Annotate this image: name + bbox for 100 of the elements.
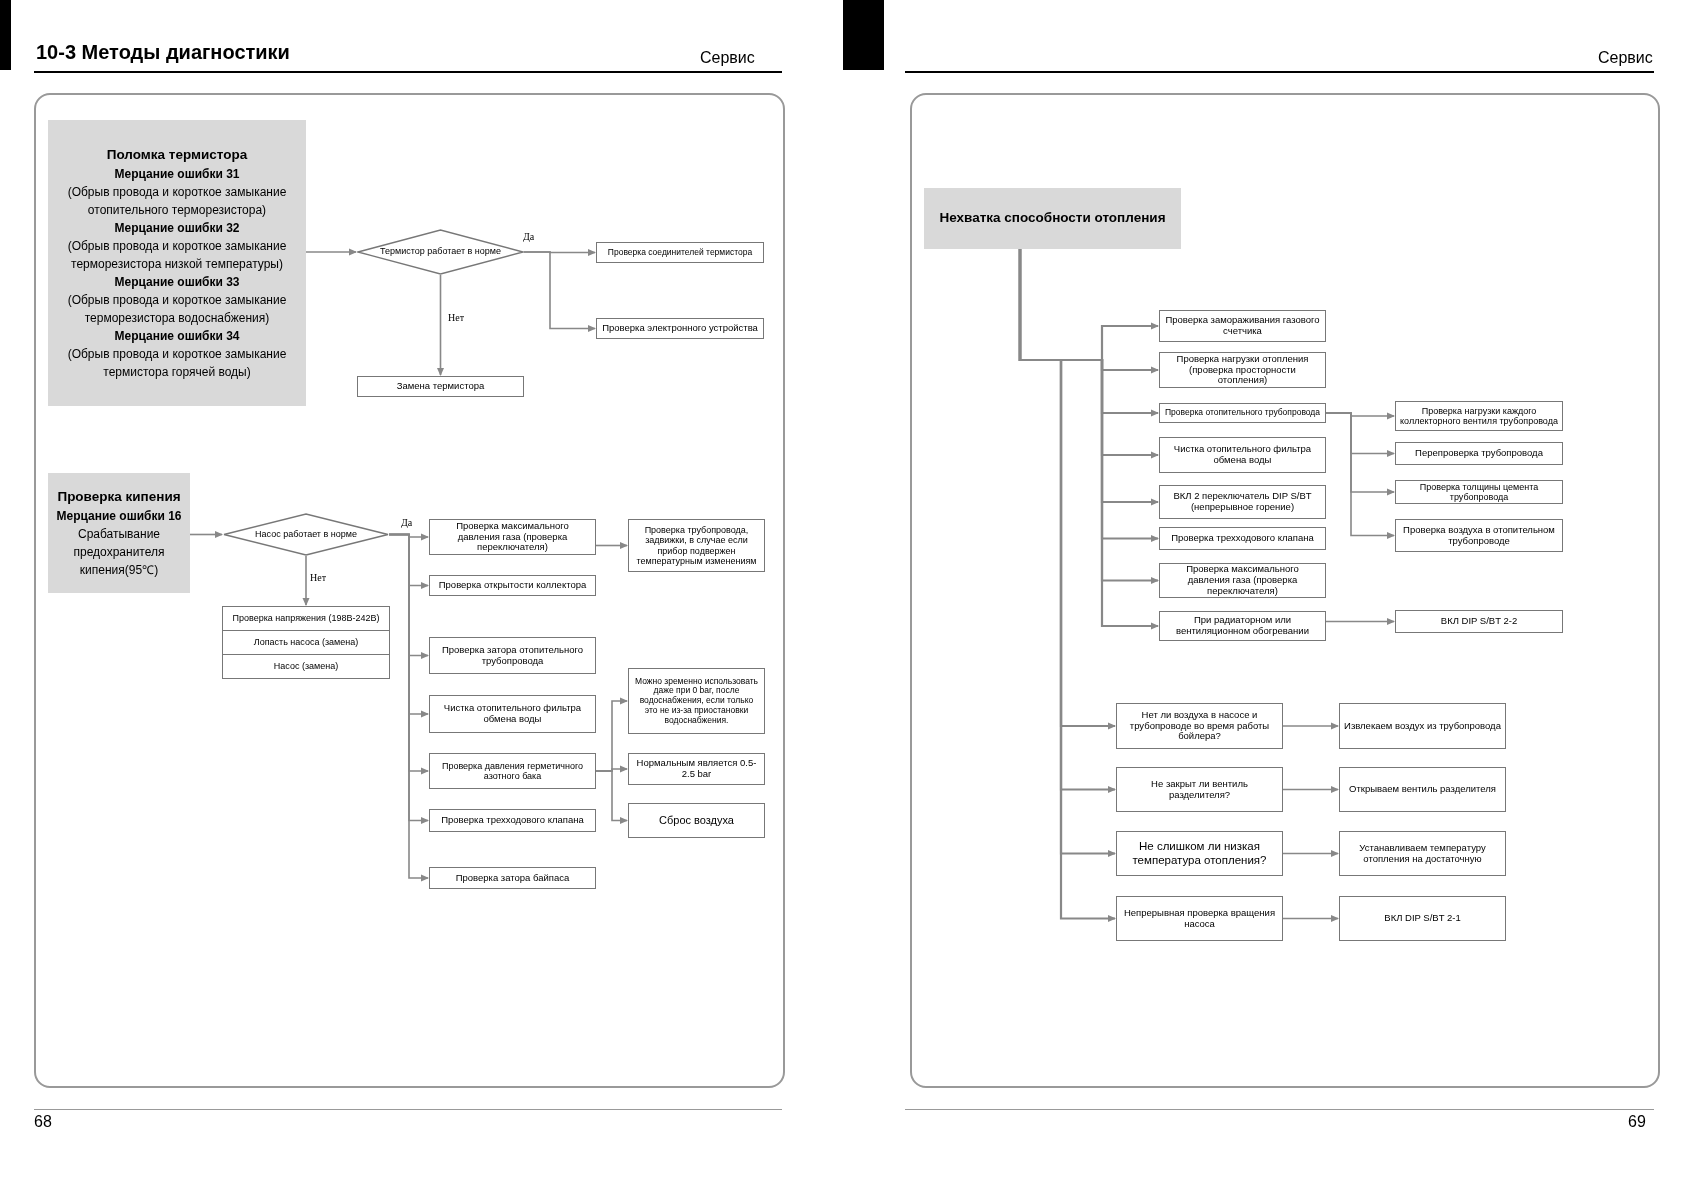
box-text: Замена термистора (396, 381, 485, 392)
box-text: Проверка отопительного трубопровода (1164, 408, 1321, 418)
box-text: Сброс воздуха (659, 814, 734, 827)
box-text: Проверка соединителей термистора (607, 247, 753, 258)
action-text: Лопасть насоса (замена) (253, 635, 359, 649)
process-box (1339, 831, 1506, 876)
process-box (1339, 767, 1506, 812)
process-box (1159, 403, 1326, 423)
box-text: Проверка нагрузки каждого коллекторного вентиля трубопровода (1400, 405, 1558, 427)
box-text: Проверка электронного устройства (602, 323, 758, 334)
process-box (596, 242, 764, 263)
box-text: Можно зременно использовать даже при 0 bar, после водоснабжения, если только это не из-за приостановки водоснабжения. (634, 676, 759, 726)
error-description: (Обрыв провода и короткое замыкание терморезистора водоснабжения) (66, 292, 288, 328)
box-text: Нет ли воздуха в насосе и трубопроводе во время работы бойлера? (1128, 709, 1271, 743)
process-box (628, 668, 765, 734)
box-text: Извлекаем воздух из трубопровода (1344, 720, 1501, 732)
panel-heading: Нехватка способности отопления (939, 209, 1166, 228)
process-box (1339, 896, 1506, 941)
box-text: Проверка трубопровода, задвижки, в случае если прибор подвержен температурным изменениям (635, 524, 758, 567)
connector-arrow (189, 531, 223, 538)
box-text: Проверка максимального давления газа (проверка переключателя) (1185, 564, 1300, 597)
edge-label: Да (400, 518, 414, 528)
box-text: Устанавливаем температуру отопления на достаточную (1358, 842, 1487, 865)
error-code: Мерцание ошибки 32 (114, 220, 240, 238)
box-text: При радиаторном или вентиляционном обогревании (1175, 615, 1310, 637)
connector-arrow (595, 542, 628, 549)
box-text: Проверка максимального давления газа (проверка переключателя) (455, 520, 570, 554)
decision-text: Термистор работает в норме (379, 245, 501, 259)
error-code: Мерцание ошибки 34 (114, 328, 240, 346)
process-box (596, 318, 764, 339)
panel-heading: Проверка кипения (57, 487, 181, 506)
box-text: Проверка затора байпаса (455, 872, 570, 884)
box-text: Проверка толщины цемента трубопровода (1418, 481, 1540, 503)
process-box (1159, 485, 1326, 519)
box-text: ВКЛ 2 переключатель DIP S/BT (непрерывное горение) (1172, 491, 1313, 513)
process-box (1159, 563, 1326, 598)
process-box (429, 753, 596, 789)
connector-arrow (1282, 915, 1339, 922)
error-description: (Обрыв провода и короткое замыкание терморезистора низкой температуры) (66, 238, 288, 274)
process-box (1395, 610, 1563, 633)
process-box (1395, 480, 1563, 504)
action-text: Проверка напряжения (198В-242В) (232, 611, 380, 625)
box-text: Проверка давления герметичного азотного бака (440, 760, 585, 782)
process-box (1159, 437, 1326, 473)
edge-label: Да (522, 232, 536, 242)
edge-label: Нет (447, 313, 466, 323)
process-box (429, 695, 596, 733)
box-text: Не закрыт ли вентиль разделителя? (1150, 778, 1249, 801)
process-box (1395, 442, 1563, 465)
process-box (1159, 611, 1326, 641)
edge-label: Нет (309, 573, 328, 583)
panel-heading: Поломка термистора (106, 145, 248, 164)
box-text: Проверка затора отопительного трубопровода (440, 644, 585, 667)
process-box (357, 376, 524, 397)
process-box (628, 753, 765, 785)
heading-panel (48, 120, 306, 406)
box-text: ВКЛ DIP S/BT 2-2 (1440, 616, 1518, 627)
box-text: Нормальным является 0.5-2.5 bar (635, 758, 758, 780)
action-list-box (222, 606, 390, 679)
process-box (628, 519, 765, 572)
process-box (429, 637, 596, 674)
box-text: Проверка трехходового клапана (1171, 533, 1314, 544)
box-text: Чистка отопительного фильтра обмена воды (442, 703, 583, 725)
process-box (1339, 703, 1506, 749)
connector-arrow (1282, 786, 1339, 793)
process-box (1159, 352, 1326, 388)
box-text: Проверка замораживания газового счетчика (1164, 315, 1321, 337)
box-text: Проверка открытости коллектора (438, 580, 587, 591)
page-title: 10-3 Методы диагностики (36, 42, 290, 62)
page-number: 68 (34, 1114, 52, 1130)
process-box (429, 867, 596, 889)
box-text: Чистка отопительного фильтра обмена воды (1172, 444, 1313, 466)
decision-diamond (223, 513, 389, 556)
process-box (628, 803, 765, 838)
box-text: Открываем вентиль разделителя (1349, 784, 1496, 795)
process-box (1116, 703, 1283, 749)
heading-panel (48, 473, 190, 593)
error-description: (Обрыв провода и короткое замыкание отопительного терморезистора) (66, 184, 288, 220)
connector-arrow (437, 274, 444, 376)
connector-arrow (595, 770, 628, 824)
page-number: 69 (1628, 1114, 1646, 1130)
box-text: Не слишком ли низкая температура отопления? (1131, 840, 1268, 867)
decision-text: Насос работает в норме (255, 527, 357, 541)
action-text: Насос (замена) (273, 659, 339, 673)
box-text: Перепроверка трубопровода (1415, 448, 1543, 459)
error-description: Срабатывание предохранителя кипения(95℃) (72, 526, 166, 580)
error-description: (Обрыв провода и короткое замыкание термистора горячей воды) (66, 346, 288, 382)
error-code: Мерцание ошибки 33 (114, 274, 240, 292)
section-label: Сервис (1598, 50, 1653, 66)
process-box (1116, 896, 1283, 941)
process-box (1116, 831, 1283, 876)
box-text: ВКЛ DIP S/BT 2-1 (1384, 913, 1461, 924)
connector-arrow (302, 555, 310, 606)
process-box (1159, 527, 1326, 550)
box-text: Непрерывная проверка вращения насоса (1122, 907, 1277, 930)
connector-arrow (1282, 722, 1339, 730)
box-text: Проверка воздуха в отопительном трубопроводе (1402, 524, 1556, 547)
connector-arrow (523, 251, 596, 332)
box-text: Проверка трехходового клапана (441, 815, 584, 826)
heading-panel (924, 188, 1181, 249)
